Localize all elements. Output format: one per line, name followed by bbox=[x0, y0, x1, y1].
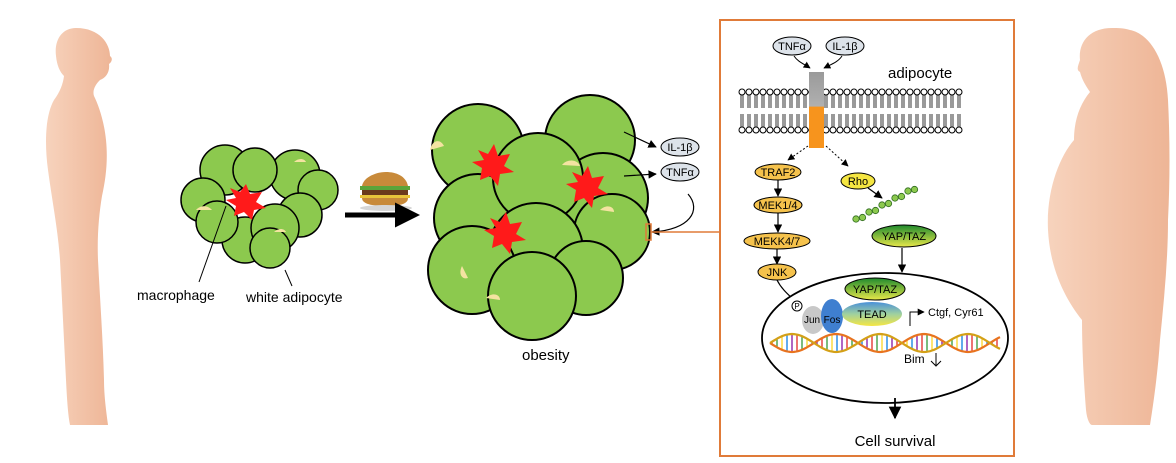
svg-text:IL-1β: IL-1β bbox=[667, 142, 692, 154]
cytokine-receptor bbox=[809, 72, 824, 148]
white-adipocyte-label: white adipocyte bbox=[245, 289, 343, 305]
svg-text:P: P bbox=[794, 302, 799, 311]
burger-icon bbox=[360, 172, 412, 211]
tead-factor bbox=[842, 302, 902, 326]
lean-adipose-tissue bbox=[180, 144, 339, 287]
adipocyte-label: adipocyte bbox=[888, 65, 952, 82]
yap-taz-node bbox=[871, 224, 937, 248]
il1b-cytokine bbox=[660, 137, 700, 157]
svg-text:MEKK4/7: MEKK4/7 bbox=[754, 236, 800, 248]
macrophage-cell bbox=[226, 184, 266, 220]
dna-helix bbox=[769, 332, 1001, 354]
jun-factor bbox=[802, 306, 824, 334]
obese-adipose-tissue bbox=[427, 94, 652, 341]
bim-down-arrow bbox=[930, 353, 942, 367]
panel-il1b bbox=[825, 36, 865, 56]
obese-human-silhouette bbox=[1047, 28, 1170, 425]
obesity-label: obesity bbox=[522, 347, 570, 364]
svg-text:TNFα: TNFα bbox=[778, 41, 806, 53]
macrophage-cell bbox=[484, 212, 526, 254]
bim-label: Bim bbox=[904, 352, 925, 366]
macrophage-cell bbox=[566, 166, 608, 208]
cell-membrane bbox=[738, 88, 963, 134]
svg-text:JNK: JNK bbox=[767, 267, 788, 279]
svg-text:TEAD: TEAD bbox=[857, 309, 886, 321]
cytokine-feedback-arrow bbox=[651, 193, 695, 236]
svg-text:TRAF2: TRAF2 bbox=[761, 167, 796, 179]
svg-text:YAP/TAZ: YAP/TAZ bbox=[882, 231, 926, 243]
phospho-marker bbox=[791, 300, 803, 312]
actin-filament bbox=[852, 185, 919, 223]
macrophage-label: macrophage bbox=[137, 287, 215, 303]
lean-human-silhouette bbox=[46, 28, 112, 425]
fos-factor bbox=[821, 299, 843, 333]
cell-survival-label: Cell survival bbox=[855, 433, 936, 450]
macrophage-cell bbox=[472, 144, 514, 186]
svg-text:YAP/TAZ: YAP/TAZ bbox=[853, 284, 897, 296]
rho-node bbox=[840, 172, 876, 190]
tnfa-cytokine bbox=[660, 162, 700, 182]
svg-text:TNFα: TNFα bbox=[666, 167, 694, 179]
svg-text:Rho: Rho bbox=[848, 176, 868, 188]
nuclear-yap-taz bbox=[844, 277, 906, 301]
svg-text:Jun: Jun bbox=[804, 315, 820, 326]
svg-text:Fos: Fos bbox=[824, 315, 841, 326]
transcription-start-arrow bbox=[909, 308, 925, 326]
target-genes-label: Ctgf, Cyr61 bbox=[928, 307, 984, 319]
svg-text:IL-1β: IL-1β bbox=[832, 41, 857, 53]
panel-tnfa bbox=[772, 36, 812, 56]
svg-text:MEK1/4: MEK1/4 bbox=[758, 200, 797, 212]
